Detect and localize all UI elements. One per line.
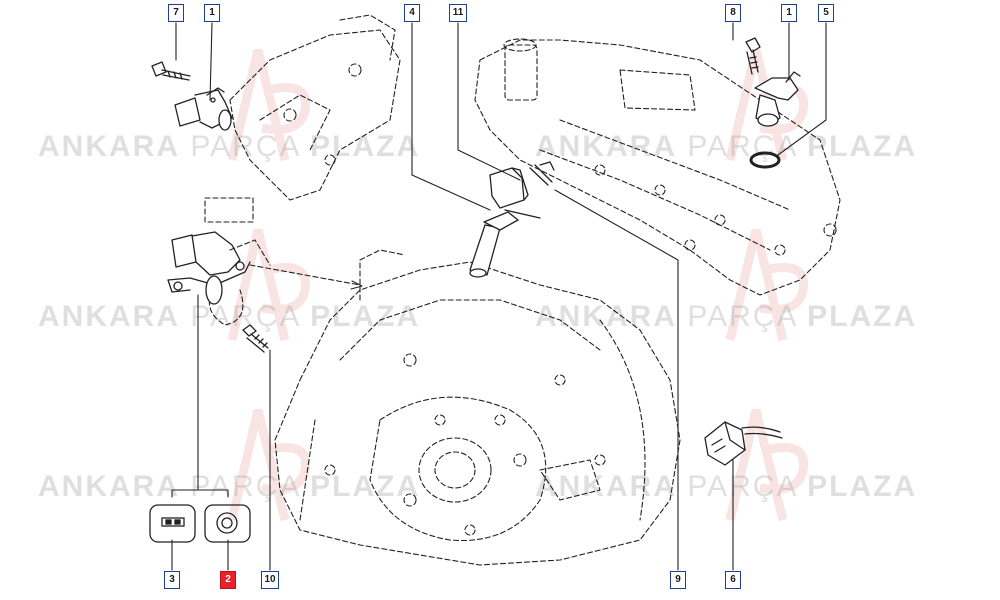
callout-5[interactable]: 5 [818,4,834,22]
logo-mark-icon [725,228,809,342]
camshaft-sensor-top-left [174,87,233,131]
bolt-7 [151,61,191,81]
connector-end-view-2 [204,504,251,543]
callout-8[interactable]: 8 [725,4,741,22]
callout-9[interactable]: 9 [670,571,686,589]
reference-box [204,197,254,223]
callout-10[interactable]: 10 [261,571,279,589]
logo-mark-icon [227,228,311,342]
callout-6[interactable]: 6 [725,571,741,589]
sensor-connector-11 [489,161,555,209]
camshaft-sensor-top-right [754,71,801,127]
connector-end-view-3 [149,504,196,543]
o-ring-5 [749,151,781,169]
logo-mark-icon [725,408,809,522]
callout-2[interactable]: 2 [220,571,236,589]
callout-1-left[interactable]: 1 [204,4,220,22]
speed-sensor-centre [469,209,541,278]
wiring-plug-6 [704,421,783,466]
engine-block-right [474,38,841,296]
bolt-8 [745,37,761,75]
logo-mark-icon [227,48,311,162]
callout-1-right[interactable]: 1 [781,4,797,22]
bolt-10 [242,324,269,353]
callout-4[interactable]: 4 [404,4,420,22]
crankshaft-sensor-left [167,231,251,305]
callout-7[interactable]: 7 [168,4,184,22]
logo-mark-icon [227,408,311,522]
callout-11[interactable]: 11 [449,4,467,22]
gearbox-housing [274,249,681,566]
cylinder-head-left [229,14,401,201]
callout-3[interactable]: 3 [164,571,180,589]
